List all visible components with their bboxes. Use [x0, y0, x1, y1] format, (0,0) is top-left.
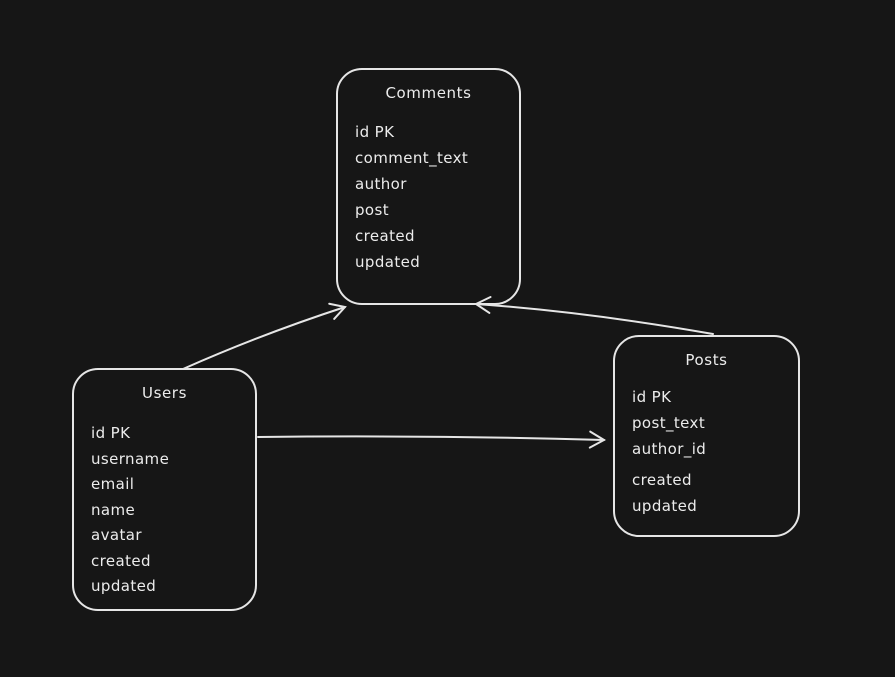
entity-comments-title: Comments: [385, 84, 472, 102]
field: username: [91, 449, 170, 468]
field: id PK: [632, 388, 672, 406]
field: author_id: [632, 440, 707, 458]
entity-posts-fields: id PK post_text author_id created update…: [632, 384, 792, 519]
field: author: [355, 175, 407, 193]
entity-users[interactable]: Users id PK username email name avatar c…: [72, 368, 257, 611]
field: updated: [632, 497, 698, 515]
field: name: [91, 500, 136, 519]
relation-arrow-users-posts[interactable]: [257, 436, 604, 440]
entity-users-title: Users: [141, 384, 187, 402]
field: created: [91, 551, 151, 570]
field: created: [355, 227, 415, 245]
entity-posts[interactable]: Posts id PK post_text author_id created …: [613, 335, 800, 537]
entity-posts-title: Posts: [685, 351, 728, 369]
entity-comments-fields: id PK comment_text author post created u…: [355, 119, 513, 275]
field: updated: [91, 577, 157, 595]
field: comment_text: [355, 149, 469, 167]
field: post: [355, 201, 389, 219]
relation-arrow-posts-comments[interactable]: [476, 304, 714, 335]
field: created: [632, 471, 692, 489]
relation-arrow-users-comments[interactable]: [182, 307, 345, 370]
field: avatar: [91, 526, 142, 544]
entity-users-fields: id PK username email name avatar created…: [91, 421, 249, 600]
field: id PK: [355, 123, 395, 141]
field: id PK: [91, 424, 131, 442]
field: post_text: [632, 414, 706, 432]
field: email: [91, 475, 135, 493]
entity-comments[interactable]: Comments id PK comment_text author post …: [336, 68, 521, 305]
field: updated: [355, 253, 421, 271]
